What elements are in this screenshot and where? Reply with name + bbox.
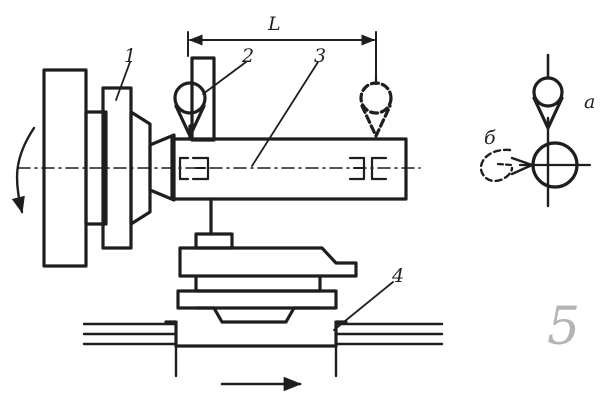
dial-indicator-second-position (359, 74, 393, 138)
callout-4: 4 (391, 265, 404, 287)
carriage-slide (164, 232, 358, 348)
figure-mark: 5 (547, 297, 580, 357)
callout-1: 1 (124, 45, 136, 67)
leader-lines (115, 61, 394, 331)
callout-2: 2 (241, 45, 254, 67)
detail-view (479, 53, 592, 208)
detail-label-a: а (584, 91, 595, 113)
dimension-label: L (267, 13, 281, 35)
callout-3: 3 (314, 45, 326, 67)
dimension-L (187, 31, 377, 77)
rotation-arrow (11, 126, 36, 214)
lathe-bed (82, 322, 444, 378)
indicator-stand (190, 56, 216, 236)
detail-label-b: б (484, 127, 496, 149)
test-mandrel (170, 137, 408, 201)
dial-indicator (173, 81, 207, 141)
